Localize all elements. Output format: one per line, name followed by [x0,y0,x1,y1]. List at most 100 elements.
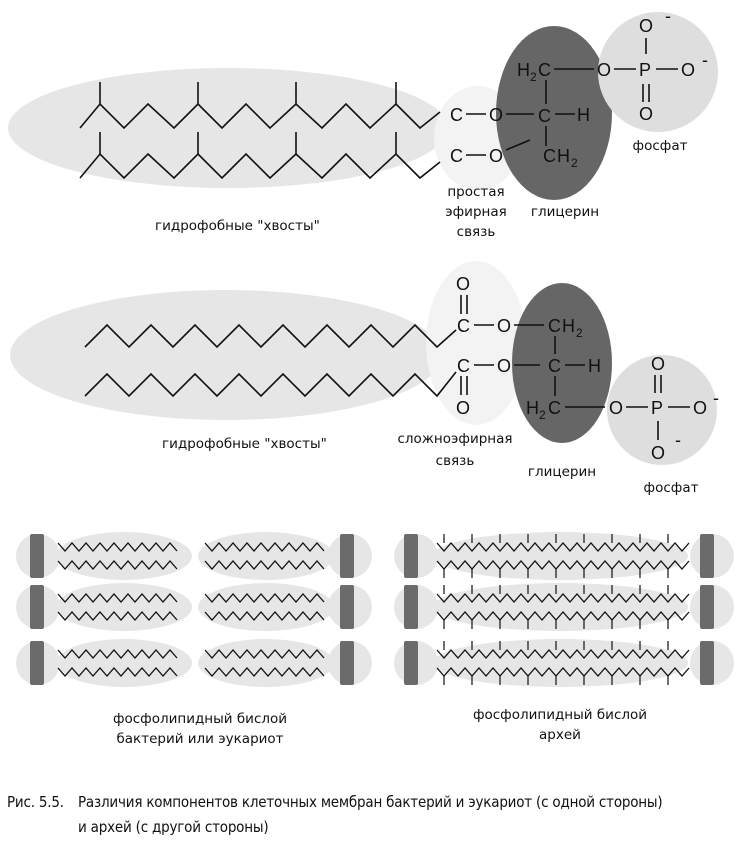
fatty-acid-tail [57,611,178,621]
hydrophobic-region [198,583,334,631]
atom-carbon: C [450,146,463,166]
ester-bond-region [426,261,526,425]
hydrophobic-region [198,639,334,687]
isoprenoid-tail [436,667,690,677]
atom-oxygen: O [489,146,503,166]
glycerol-head-bar [340,534,354,578]
fatty-acid-tail [204,542,325,552]
fatty-acid-tail [204,593,325,603]
isoprenoid-tail [436,593,690,603]
phosphate-region [598,12,718,132]
atom-oxygen: O [597,60,611,80]
charge-minus: - [713,388,719,408]
atom-hydrogen: H [526,398,539,418]
phosphate-label: фосфат [633,138,688,154]
figure-number: Рис. 5.5. [7,793,64,811]
subscript-2: 2 [530,70,537,84]
isoprenoid-tail [436,611,690,621]
charge-minus: - [675,430,681,450]
atom-oxygen: O [489,105,503,125]
atom-hydrogen: H [557,146,570,166]
fatty-acid-tail [204,667,325,677]
subscript-2: 2 [571,156,578,170]
isoprenoid-chain-2 [79,152,441,180]
hydrophobic-region [56,532,192,580]
ether-bond-label-3: связь [457,224,496,240]
glycerol-label: глицерин [531,204,599,220]
glycerol-head-bar [30,534,44,578]
tails-label: гидрофобные "хвосты" [162,436,327,452]
subscript-2: 2 [539,408,546,422]
phosphate-region [607,355,717,465]
glycerol-head-bar [700,585,714,629]
isoprenoid-tail [436,560,690,570]
atom-oxygen: O [693,398,707,418]
ester-bond-label-1: сложноэфирная [397,431,512,447]
atom-oxygen: O [651,354,665,374]
subscript-2: 2 [576,326,583,340]
fatty-acid-tail [204,649,325,659]
fatty-acid-chain-2 [84,371,457,398]
hydrophobic-region [198,532,334,580]
glycerol-head-bar [30,641,44,685]
figure-caption: Рис. 5.5. Различия компонентов клеточных … [7,790,742,840]
atom-phosphorus: P [651,398,663,418]
atom-carbon: C [450,105,463,125]
fatty-acid-tail [57,560,178,570]
fatty-acid-tail [57,593,178,603]
caption-line-1: Различия компонентов клеточных мембран б… [78,793,663,811]
bacterial-bilayer-label-2: бактерий или эукариот [116,731,283,747]
isoprenoid-tail [436,542,690,552]
hydrophobic-region [432,583,688,631]
glycerol-head-bar [340,585,354,629]
atom-hydrogen: H [588,356,601,376]
atom-oxygen: O [639,104,653,124]
ether-bond-label-1: простая [447,184,504,200]
glycerol-head-bar [404,585,418,629]
glycerol-head-bar [404,641,418,685]
bacterial-lipid-structure: O C O C H 2 C O O C H H 2 C O P O - [10,261,719,496]
fatty-acid-tail [204,560,325,570]
fatty-acid-tail [204,611,325,621]
glycerol-region [512,283,612,443]
atom-carbon: C [538,106,551,126]
hydrophobic-tails-region [8,68,448,188]
archaeal-lipid-structure: C O C O H 2 C C H C H 2 O P O - O - O ги… [8,6,718,240]
atom-hydrogen: H [562,316,575,336]
phosphate-label: фосфат [644,480,699,496]
atom-carbon: C [457,356,470,376]
bond [505,139,531,151]
hydrophobic-region [432,532,688,580]
atom-oxygen: O [456,274,470,294]
glycerol-head-bar [700,534,714,578]
atom-oxygen: O [681,60,695,80]
atom-phosphorus: P [639,60,651,80]
ether-bond-label-2: эфирная [445,204,507,220]
atom-carbon: C [548,356,561,376]
atom-oxygen: O [651,443,665,463]
isoprenoid-tail [436,649,690,659]
hydrophobic-tails-region [10,290,442,420]
atom-oxygen: O [497,356,511,376]
atom-carbon: C [548,316,561,336]
atom-oxygen: O [456,398,470,418]
bacterial-bilayer-label-1: фосфолипидный бислой [113,711,287,727]
atom-carbon: C [457,316,470,336]
atom-hydrogen: H [577,105,590,125]
hydrophobic-region [432,639,688,687]
atom-hydrogen: H [517,60,530,80]
atom-oxygen: O [639,16,653,36]
caption-line-2: и архей (с другой стороны) [78,818,269,836]
isoprenoid-chain-1 [79,102,441,130]
tails-label: гидрофобные "хвосты" [155,218,320,234]
archaeal-bilayer [394,532,734,687]
fatty-acid-chain-1 [84,323,457,349]
atom-carbon: C [543,146,556,166]
fatty-acid-tail [57,667,178,677]
atom-carbon: C [538,60,551,80]
atom-carbon: C [548,398,561,418]
glycerol-head-bar [340,641,354,685]
archaeal-bilayer-label-1: фосфолипидный бислой [473,707,647,723]
atom-oxygen: O [609,398,623,418]
